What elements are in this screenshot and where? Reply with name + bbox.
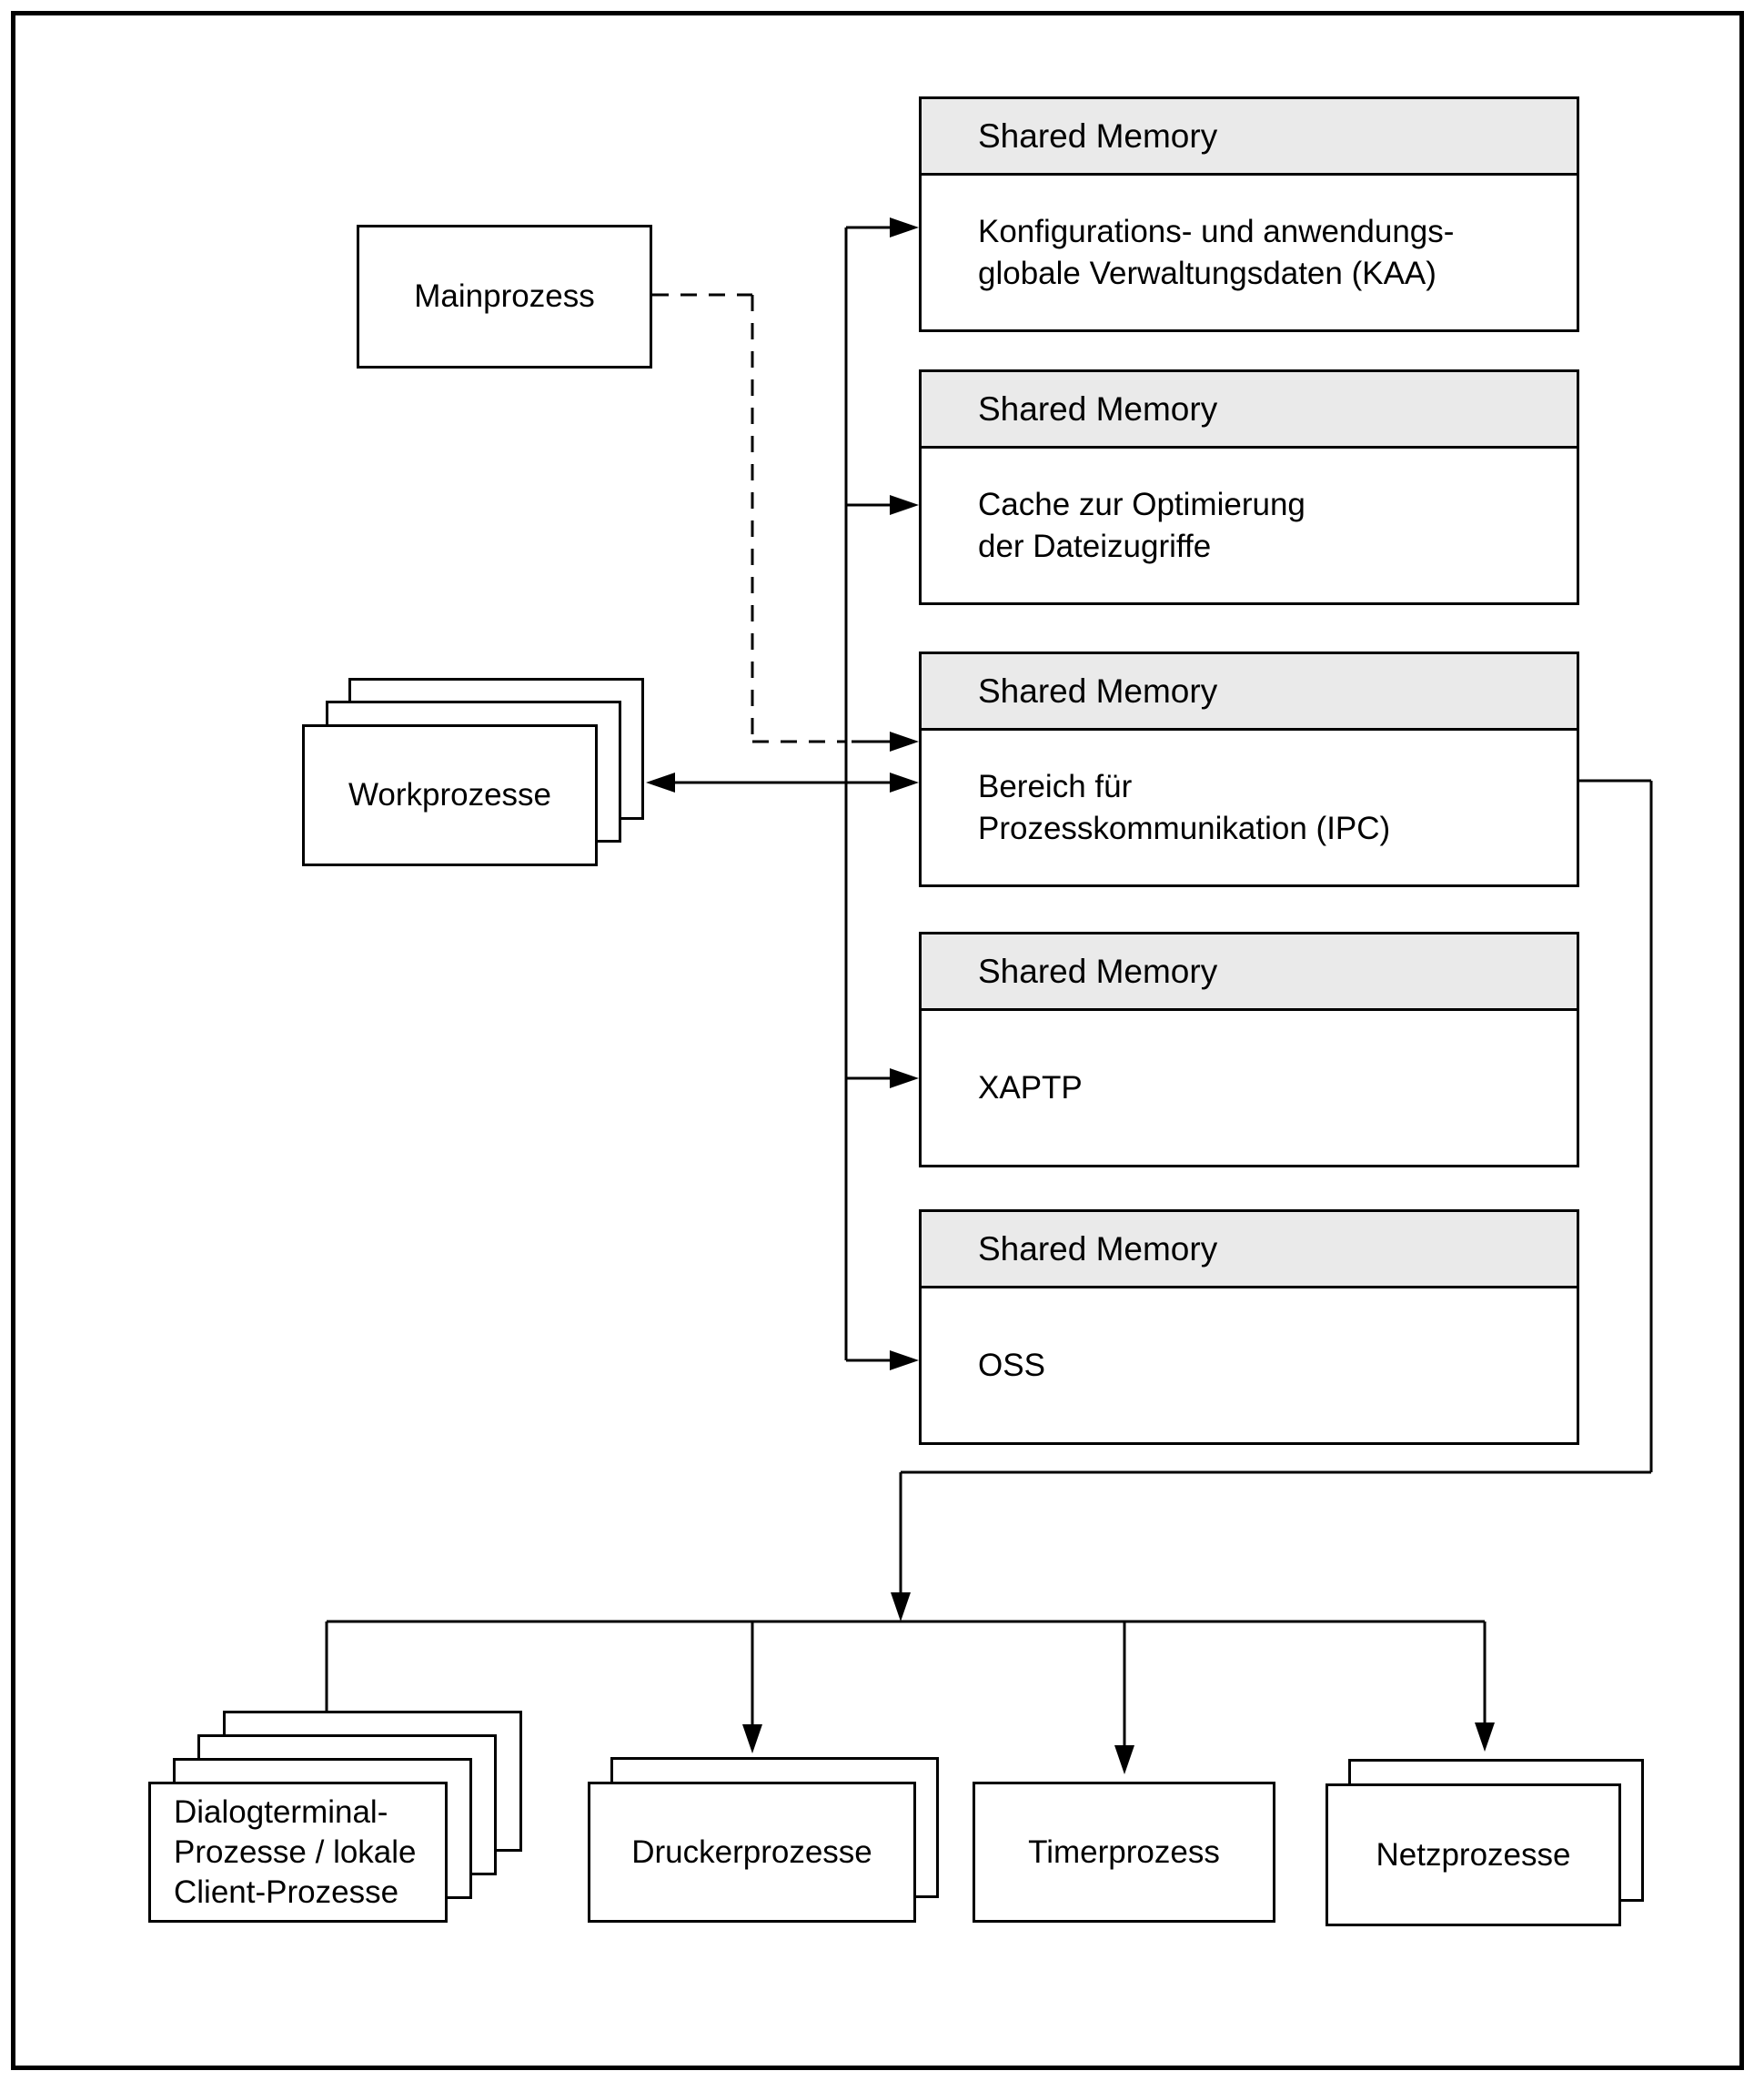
shared-memory-body-line: Konfigurations- und anwendungs-	[978, 213, 1455, 249]
shared-memory-header: Shared Memory	[922, 654, 1577, 731]
node-timerprozess: Timerprozess	[973, 1782, 1275, 1923]
shared-memory-body: Cache zur Optimierung der Dateizugriffe	[922, 449, 1577, 602]
shared-memory-body: Konfigurations- und anwendungs- globale …	[922, 176, 1577, 329]
node-netzprozesse: Netzprozesse	[1326, 1783, 1621, 1926]
node-shared-memory-cache: Shared Memory Cache zur Optimierung der …	[919, 369, 1579, 605]
shared-memory-body-line: Bereich für	[978, 768, 1133, 804]
shared-memory-body: OSS	[922, 1288, 1577, 1442]
dialogterminal-label: Dialogterminal- Prozesse / lokale Client…	[174, 1793, 417, 1913]
node-workprozesse-stack: Workprozesse	[302, 678, 649, 869]
shared-memory-header: Shared Memory	[922, 934, 1577, 1011]
node-shared-memory-kaa: Shared Memory Konfigurations- und anwend…	[919, 96, 1579, 332]
shared-memory-body-line: globale Verwaltungsdaten (KAA)	[978, 255, 1436, 291]
shared-memory-header-label: Shared Memory	[978, 116, 1218, 155]
node-shared-memory-xaptp: Shared Memory XAPTP	[919, 932, 1579, 1167]
shared-memory-body-line: XAPTP	[978, 1069, 1083, 1106]
connector-dashed-mainprozess	[652, 293, 846, 743]
netzprozesse-label: Netzprozesse	[1376, 1836, 1571, 1873]
node-druckerprozesse-stack: Druckerprozesse	[588, 1757, 939, 1923]
shared-memory-header: Shared Memory	[922, 1212, 1577, 1288]
shared-memory-header-label: Shared Memory	[978, 952, 1218, 990]
shared-memory-header: Shared Memory	[922, 99, 1577, 176]
shared-memory-body-line: der Dateizugriffe	[978, 528, 1212, 564]
timerprozess-label: Timerprozess	[1028, 1834, 1220, 1870]
workprozesse-label: Workprozesse	[348, 777, 552, 813]
node-shared-memory-oss: Shared Memory OSS	[919, 1209, 1579, 1445]
shared-memory-body-line: OSS	[978, 1347, 1045, 1383]
node-druckerprozesse: Druckerprozesse	[588, 1782, 916, 1923]
shared-memory-body-line: Prozesskommunikation (IPC)	[978, 810, 1391, 846]
arrowheads	[646, 217, 1495, 1774]
node-shared-memory-ipc: Shared Memory Bereich für Prozesskommuni…	[919, 652, 1579, 887]
shared-memory-header: Shared Memory	[922, 372, 1577, 449]
node-workprozesse: Workprozesse	[302, 724, 598, 866]
mainprozess-label: Mainprozess	[414, 278, 595, 314]
dialogterminal-label-line: Prozesse / lokale	[174, 1834, 417, 1870]
node-dialogterminal-stack: Dialogterminal- Prozesse / lokale Client…	[148, 1711, 523, 1925]
druckerprozesse-label: Druckerprozesse	[631, 1834, 872, 1870]
node-netzprozesse-stack: Netzprozesse	[1326, 1759, 1645, 1926]
shared-memory-body-line: Cache zur Optimierung	[978, 486, 1305, 522]
connector-ipc-to-bottom	[899, 779, 1653, 1592]
dialogterminal-label-line: Dialogterminal-	[174, 1793, 388, 1830]
shared-memory-body: Bereich für Prozesskommunikation (IPC)	[922, 731, 1577, 884]
node-dialogterminal: Dialogterminal- Prozesse / lokale Client…	[148, 1782, 448, 1923]
shared-memory-header-label: Shared Memory	[978, 1229, 1218, 1268]
node-mainprozess: Mainprozess	[357, 225, 652, 369]
shared-memory-header-label: Shared Memory	[978, 672, 1218, 710]
shared-memory-header-label: Shared Memory	[978, 389, 1218, 428]
shared-memory-body: XAPTP	[922, 1011, 1577, 1165]
dialogterminal-label-line: Client-Prozesse	[174, 1874, 399, 1910]
